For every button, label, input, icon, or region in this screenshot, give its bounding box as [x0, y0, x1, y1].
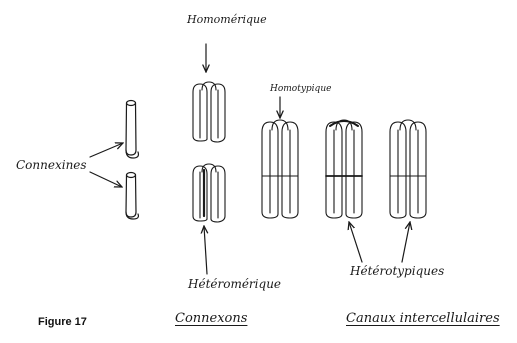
channel-homotypic: [262, 120, 298, 218]
channel-heterotypic-1: [326, 120, 362, 218]
connexin-tube-bottom: [126, 173, 138, 220]
connexin-tube-top: [126, 101, 138, 159]
channel-heterotypic-2: [390, 120, 426, 218]
arrow-heterotypique-left: [349, 222, 362, 262]
arrow-heteromerique: [204, 226, 207, 274]
connexon-heteromeric: [193, 164, 225, 222]
arrow-connexine-bottom: [90, 172, 122, 187]
connexon-homomeric: [193, 82, 225, 142]
arrow-connexine-top: [90, 143, 123, 157]
arrow-heterotypique-right: [402, 222, 410, 262]
